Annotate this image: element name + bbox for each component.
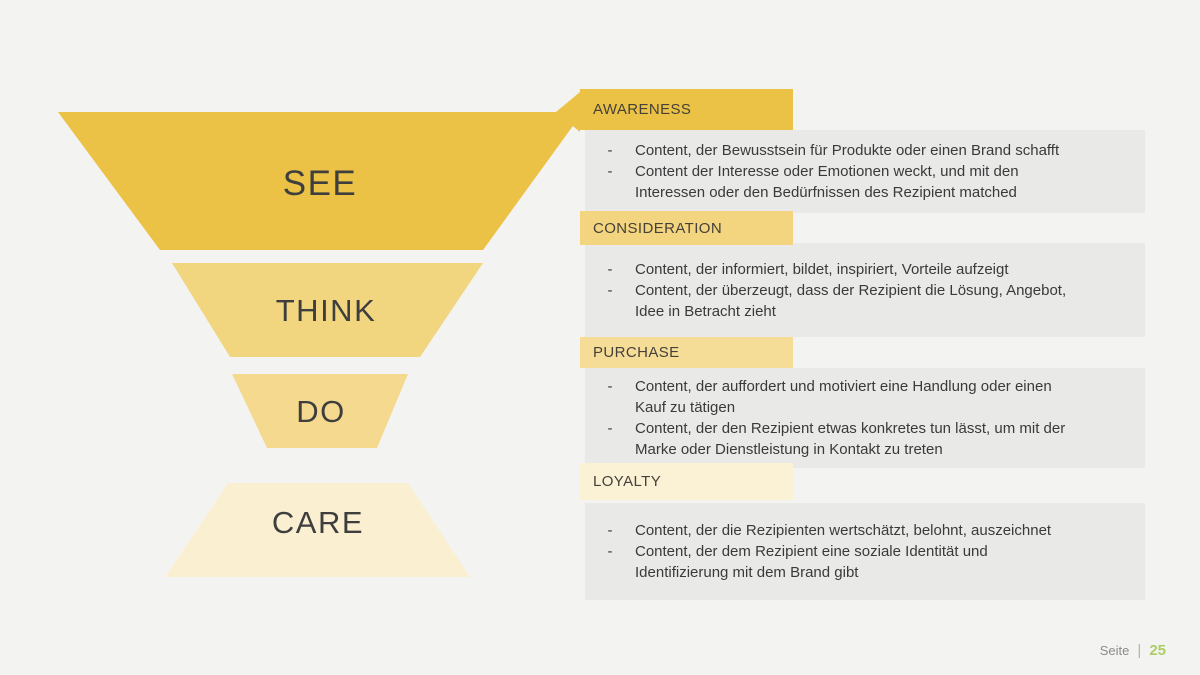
funnel-stage-think-shape — [172, 263, 483, 357]
funnel-label-care: CARE — [272, 505, 364, 540]
section-title-loyalty: LOYALTY — [593, 473, 662, 490]
section-content-consideration: - Content, der informiert, bildet, inspir… — [585, 243, 1145, 337]
bullet-dash: - — [607, 420, 613, 437]
section-tab-loyalty: LOYALTY — [580, 463, 793, 500]
funnel-stage-care-shape — [165, 483, 470, 577]
bullet-item: - Content, der die Rezipienten wertschätz… — [585, 520, 1145, 541]
section-content-awareness: - Content, der Bewusstsein für Produkte o… — [585, 130, 1145, 213]
funnel-stage-see-shape — [58, 112, 583, 250]
footer: Seite | 25 — [1100, 642, 1166, 659]
section-tab-consideration: CONSIDERATION — [580, 211, 793, 245]
bullet-text: Content, der dem Rezipient eine soziale … — [635, 543, 988, 581]
bullet-dash: - — [607, 142, 613, 159]
bullet-text: Content, der Bewusstsein für Produkte od… — [635, 142, 1060, 159]
bullet-item: - Content, der auffordert und motiviert e… — [585, 376, 1145, 418]
bullet-item: - Content, der dem Rezipient eine soziale… — [585, 541, 1145, 583]
bullet-text: Content, der überzeugt, dass der Rezipie… — [635, 281, 1067, 320]
funnel-label-do: DO — [296, 394, 346, 429]
footer-page-label: Seite — [1099, 643, 1130, 658]
section-tab-awareness: AWARENESS — [580, 89, 793, 130]
bullet-item: - Content, der informiert, bildet, inspir… — [585, 259, 1145, 280]
page-number: 25 — [1149, 642, 1166, 659]
funnel-label-see: SEE — [283, 164, 358, 203]
bullet-dash: - — [607, 163, 613, 180]
section-tab-purchase: PURCHASE — [580, 337, 793, 368]
bullet-text: Content, der den Rezipient etwas konkret… — [635, 420, 1066, 458]
section-content-purchase: - Content, der auffordert und motiviert e… — [585, 368, 1145, 468]
bullet-text: Content, der auffordert und motiviert ei… — [635, 378, 1052, 416]
bullet-item: - Content, der überzeugt, dass der Rezipi… — [585, 280, 1145, 322]
section-content-loyalty: - Content, der die Rezipienten wertschätz… — [585, 503, 1145, 600]
footer-divider: | — [1137, 642, 1142, 659]
section-title-consideration: CONSIDERATION — [593, 219, 723, 237]
funnel-label-think: THINK — [276, 293, 377, 328]
bullet-item: - Content der Interesse oder Emotionen we… — [585, 161, 1145, 203]
bullet-list-loyalty: - Content, der die Rezipienten wertschätz… — [585, 520, 1145, 583]
bullet-dash: - — [607, 281, 613, 299]
bullet-list-awareness: - Content, der Bewusstsein für Produkte o… — [585, 140, 1145, 203]
bullet-dash: - — [607, 522, 613, 539]
bullet-text: Content, der die Rezipienten wertschätzt… — [635, 522, 1052, 539]
section-title-awareness: AWARENESS — [593, 101, 692, 118]
bullet-text: Content der Interesse oder Emotionen wec… — [635, 163, 1019, 201]
bullet-dash: - — [607, 260, 613, 278]
section-title-purchase: PURCHASE — [593, 344, 680, 361]
tab-pointer-triangle — [556, 92, 580, 132]
bullet-dash: - — [607, 543, 613, 560]
bullet-text: Content, der informiert, bildet, inspiri… — [635, 260, 1009, 278]
bullet-item: - Content, der Bewusstsein für Produkte o… — [585, 140, 1145, 161]
bullet-list-purchase: - Content, der auffordert und motiviert e… — [585, 376, 1145, 460]
bullet-dash: - — [607, 378, 613, 395]
bullet-item: - Content, der den Rezipient etwas konkre… — [585, 418, 1145, 460]
bullet-list-consideration: - Content, der informiert, bildet, inspir… — [585, 259, 1145, 322]
funnel-stage-do-shape — [232, 374, 408, 448]
